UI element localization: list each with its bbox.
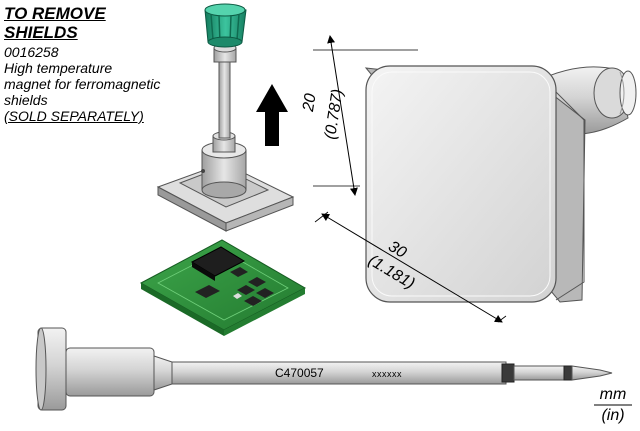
cartridge-code: xxxxxx [372, 369, 402, 379]
cartridge-icon [35, 327, 613, 411]
height-dimension [313, 35, 418, 196]
magnet-tool-icon [156, 3, 295, 232]
description-line1: High temperature [4, 60, 113, 76]
header-title-line1: TO REMOVE [4, 4, 106, 23]
description-line3: shields [4, 92, 48, 108]
description-line2: magnet for ferromagnetic [4, 76, 161, 92]
sold-separately-note: (SOLD SEPARATELY) [4, 108, 144, 124]
lift-arrow-icon [256, 84, 288, 146]
header-title-line2: SHIELDS [4, 23, 78, 42]
part-number: 0016258 [4, 44, 59, 60]
height-mm-label: 20 [300, 92, 320, 113]
width-dimension [314, 211, 507, 323]
unit-metric: mm [599, 386, 627, 403]
pcb-board-icon [139, 239, 307, 336]
cartridge-model: C470057 [275, 366, 324, 380]
tip-head-icon [364, 65, 637, 303]
unit-imperial: (in) [601, 407, 625, 424]
